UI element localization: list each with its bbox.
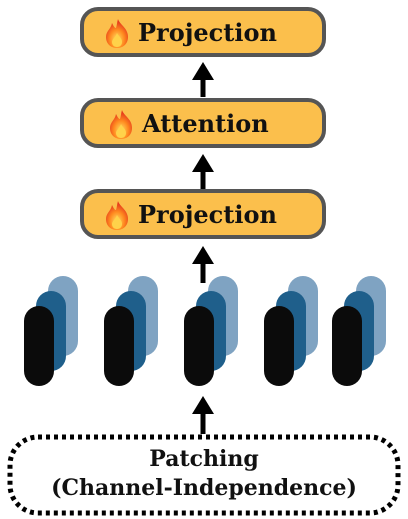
fire-icon: [110, 110, 132, 139]
fire-icon: [106, 201, 128, 230]
attention-label: Attention: [141, 109, 269, 138]
projection-bottom-label: Projection: [138, 200, 277, 229]
projection-top-label: Projection: [138, 18, 277, 47]
patch-token: [332, 306, 362, 386]
arrow-projection-to-attention: [192, 154, 214, 189]
patching-label: Patching: [149, 446, 259, 472]
channel-patch-stack: [104, 276, 158, 386]
patching-box: Patching (Channel-Independence): [7, 434, 401, 516]
patch-token: [104, 306, 134, 386]
patch-token: [264, 306, 294, 386]
fire-icon: [106, 19, 128, 48]
projection-block-bottom: Projection: [80, 189, 326, 239]
patch-token: [24, 306, 54, 386]
attention-block: Attention: [80, 98, 326, 148]
patch-token: [184, 306, 214, 386]
patch-stacks: [24, 276, 386, 386]
channel-patch-stack: [184, 276, 238, 386]
arrow-attention-to-projection: [192, 62, 214, 97]
channel-patch-stack: [332, 276, 386, 386]
arrow-patches-to-projection: [192, 246, 214, 283]
channel-patch-stack: [264, 276, 318, 386]
arrow-patching-to-patches: [192, 396, 214, 434]
channel-independence-label: (Channel-Independence): [51, 475, 357, 501]
channel-patch-stack: [24, 276, 78, 386]
projection-block-top: Projection: [80, 7, 326, 57]
